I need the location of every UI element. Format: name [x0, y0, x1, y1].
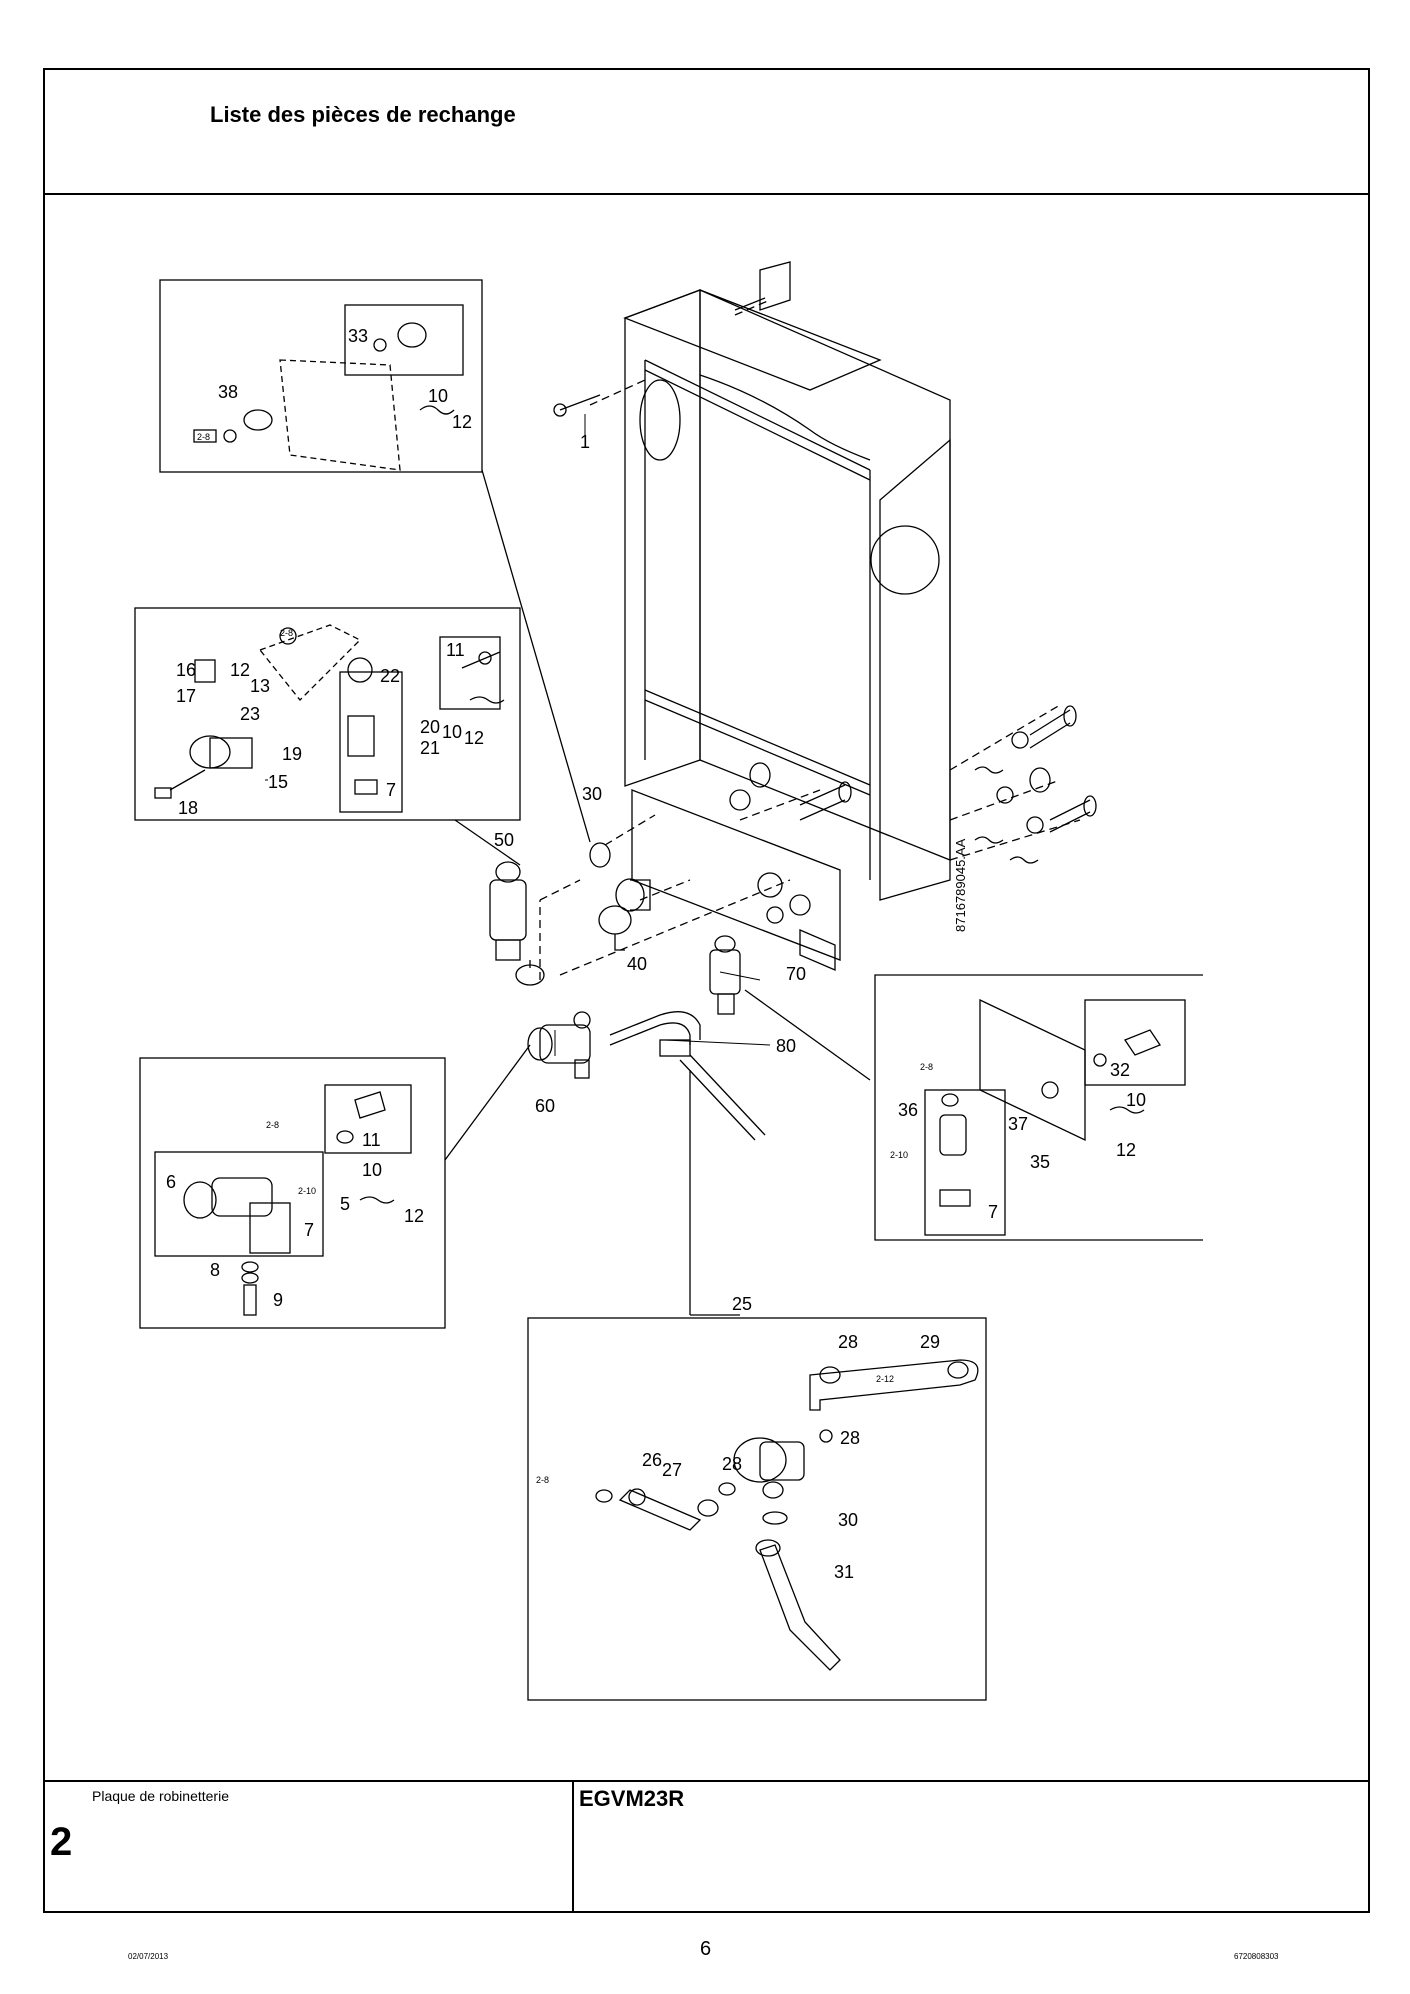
section-label: Plaque de robinetterie	[92, 1788, 229, 1804]
ref-12: 12	[230, 660, 250, 680]
ref-10: 10	[428, 386, 448, 406]
ref-35: 35	[1030, 1152, 1050, 1172]
boiler-frame	[623, 289, 951, 971]
ref-36: 36	[898, 1100, 918, 1120]
ref-31: 31	[834, 1562, 854, 1582]
leader-lines	[444, 469, 871, 1315]
ref-tag: 2-8	[536, 1475, 549, 1485]
ref-26: 26	[642, 1450, 662, 1470]
ref-27: 27	[662, 1460, 682, 1480]
ref-7: 7	[386, 780, 396, 800]
ref-7: 7	[304, 1220, 314, 1240]
ref-tag: 2-8	[280, 628, 293, 638]
ref-12: 12	[404, 1206, 424, 1226]
page-frame	[43, 68, 1370, 1913]
ref-tag: 2-8	[920, 1062, 933, 1072]
ref-7: 7	[988, 1202, 998, 1222]
page-date: 02/07/2013	[128, 1952, 169, 1961]
ref-18: 18	[178, 798, 198, 818]
ref-21: 21	[420, 738, 440, 758]
ref-40: 40	[627, 954, 647, 974]
detail-box-5	[527, 1314, 987, 1701]
ref-20: 20	[420, 717, 440, 737]
detail-box-1	[159, 279, 483, 473]
ref-30: 30	[582, 784, 602, 804]
ref-11: 11	[362, 1130, 381, 1150]
ref-38: 38	[218, 382, 238, 402]
document-number: 6720808303	[1234, 1952, 1279, 1961]
ref-33: 33	[348, 326, 368, 346]
ref-60: 60	[535, 1096, 555, 1116]
page-title: Liste des pièces de rechange	[210, 102, 516, 127]
ref-6: 6	[166, 1172, 176, 1192]
ref-10: 10	[1126, 1090, 1146, 1110]
ref-16: 16	[176, 660, 196, 680]
header-separator	[43, 193, 1370, 195]
ref-19: 19	[282, 744, 302, 764]
ref-30: 30	[838, 1510, 858, 1530]
detail-box-2	[134, 607, 521, 821]
ref-8: 8	[210, 1260, 220, 1280]
ref-28: 28	[838, 1332, 858, 1352]
ref-80: 80	[776, 1036, 796, 1056]
detail-box-4	[874, 974, 1203, 1241]
ref-tag: 2-8	[266, 1120, 279, 1130]
ref-23: 23	[240, 704, 260, 724]
ref-17: 17	[176, 686, 196, 706]
ref-12: 12	[1116, 1140, 1136, 1160]
ref-15: 15	[268, 772, 288, 792]
footer-vertical-separator	[572, 1780, 574, 1913]
drawing-code: 8716789045.AA	[953, 838, 968, 932]
ref-tag: 2-10	[890, 1150, 908, 1160]
ref-11: 11	[446, 640, 465, 660]
ref-13: 13	[250, 676, 270, 696]
model-name: EGVM23R	[579, 1786, 685, 1811]
ref-12: 12	[464, 728, 484, 748]
ref-1: 1	[580, 432, 590, 452]
ref-25: 25	[732, 1294, 752, 1314]
ref-12: 12	[452, 412, 472, 432]
assembly-lines	[539, 299, 1081, 980]
ref-70: 70	[786, 964, 806, 984]
ref-29: 29	[920, 1332, 940, 1352]
ref-tag: 2-8	[197, 432, 210, 442]
ref-37: 37	[1008, 1114, 1028, 1134]
ref-22: 22	[380, 666, 400, 686]
footer-separator	[43, 1780, 1370, 1782]
page-number: 6	[700, 1938, 712, 1960]
ref-28: 28	[840, 1428, 860, 1448]
frame-parts	[489, 261, 1097, 1141]
ref-28: 28	[722, 1454, 742, 1474]
ref-9: 9	[273, 1290, 283, 1310]
detail-box-3	[139, 1057, 446, 1329]
ref-5: 5	[340, 1194, 350, 1214]
section-number: 2	[50, 1820, 73, 1864]
ref-50: 50	[494, 830, 514, 850]
ref-tag: 2-10	[298, 1186, 316, 1196]
ref-10: 10	[442, 722, 462, 742]
ref-32: 32	[1110, 1060, 1130, 1080]
ref-tag: 2-12	[876, 1374, 894, 1384]
ref-10: 10	[362, 1160, 382, 1180]
